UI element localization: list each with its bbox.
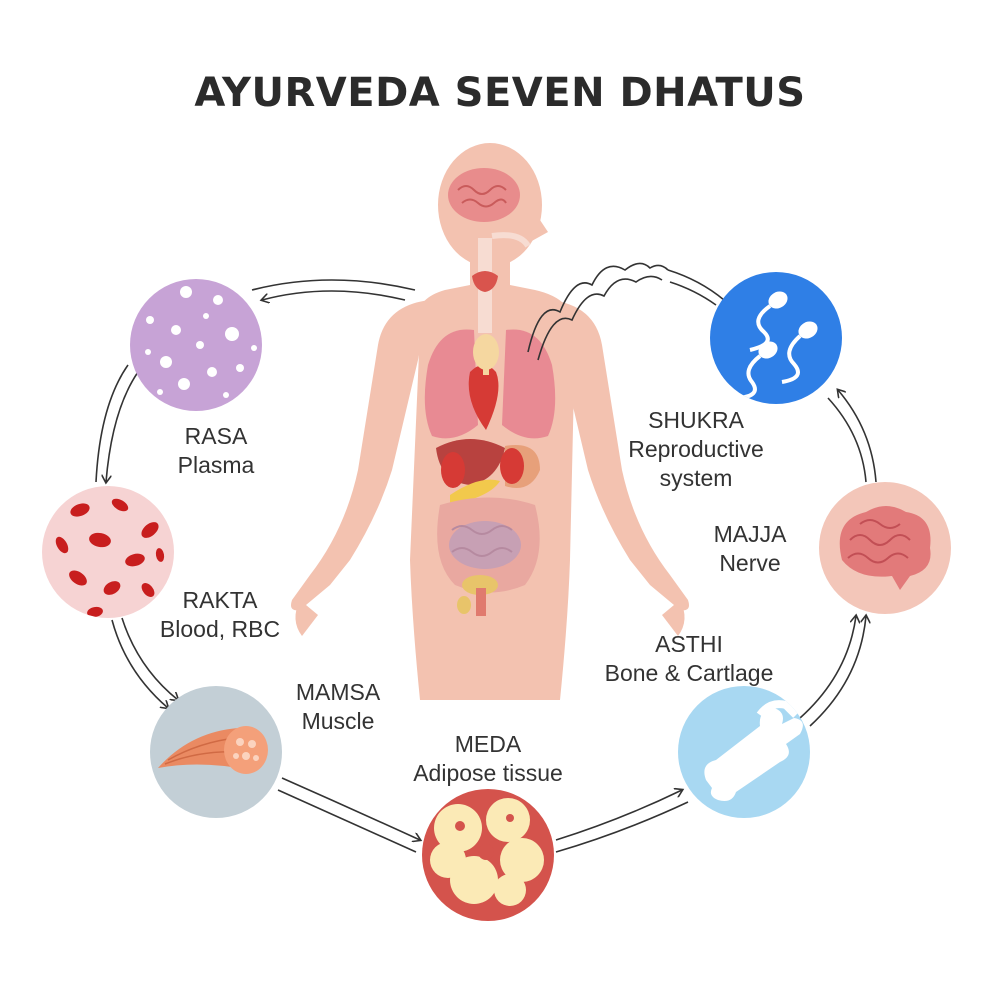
rakta-name: RAKTA xyxy=(182,587,258,613)
rakta-label: RAKTA Blood, RBC xyxy=(140,586,300,644)
arrow-mamsa-meda xyxy=(281,777,420,840)
shukra-name: SHUKRA xyxy=(648,407,744,433)
arrow-meda-asthi xyxy=(555,790,682,841)
human-body-figure xyxy=(291,143,689,700)
meda-name: MEDA xyxy=(454,731,522,757)
rakta-desc: Blood, RBC xyxy=(159,616,281,642)
shukra-label: SHUKRA Reproductive system xyxy=(606,406,786,493)
asthi-label: ASTHI Bone & Cartlage xyxy=(584,630,794,688)
rakta-circle xyxy=(42,486,174,618)
arrow-asthi-majja xyxy=(799,616,856,719)
arrow-top-right xyxy=(667,269,725,301)
red-blood-cells-icon xyxy=(55,498,165,618)
rasa-desc: Plasma xyxy=(177,452,255,478)
shukra-circle xyxy=(710,272,842,404)
mamsa-label: MAMSA Muscle xyxy=(268,678,408,736)
shukra-desc-2: system xyxy=(659,465,733,491)
majja-desc: Nerve xyxy=(719,550,781,576)
majja-name: MAJJA xyxy=(713,521,787,547)
fat-cells-icon xyxy=(430,798,544,906)
arrow-majja-shukra xyxy=(838,390,877,483)
meda-label: MEDA Adipose tissue xyxy=(388,730,588,788)
mamsa-name: MAMSA xyxy=(295,679,381,705)
asthi-desc: Bone & Cartlage xyxy=(604,660,774,686)
bone-icon xyxy=(704,700,803,801)
rasa-label: RASA Plasma xyxy=(146,422,286,480)
arrow-rakta-mamsa xyxy=(121,617,178,700)
arrow-rasa-rakta xyxy=(106,371,139,482)
arrow-top-left xyxy=(262,290,406,300)
asthi-circle xyxy=(678,686,810,818)
plasma-bubbles-icon xyxy=(145,286,257,398)
muscle-fiber-icon xyxy=(158,726,268,774)
meda-desc: Adipose tissue xyxy=(413,760,563,786)
shukra-desc-1: Reproductive xyxy=(628,436,764,462)
mamsa-circle xyxy=(150,686,282,818)
rasa-circle xyxy=(130,279,262,411)
majja-circle xyxy=(819,482,951,614)
cycle-arrows xyxy=(95,269,877,853)
asthi-name: ASTHI xyxy=(655,631,723,657)
meda-circle xyxy=(422,789,554,921)
diagram-title: AYURVEDA SEVEN DHATUS xyxy=(194,70,806,116)
mamsa-desc: Muscle xyxy=(301,708,375,734)
rasa-name: RASA xyxy=(184,423,248,449)
majja-label: MAJJA Nerve xyxy=(690,520,810,578)
brain-icon xyxy=(839,506,931,590)
sperm-cells-icon xyxy=(737,291,818,400)
